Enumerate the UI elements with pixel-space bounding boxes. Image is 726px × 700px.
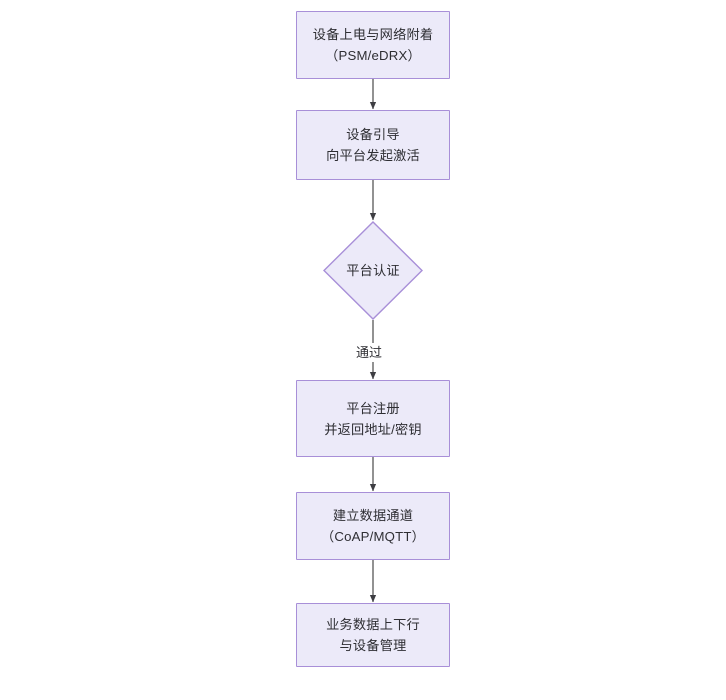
node-label-business-data: 业务数据上下行 与设备管理 [326, 617, 420, 653]
node-label-platform-registration: 平台注册 并返回地址/密钥 [324, 400, 422, 437]
node-label-platform-auth: 平台认证 [346, 263, 400, 278]
edge-label-pass: 通过 [353, 343, 386, 362]
node-device-power-on[interactable]: 设备上电与网络附着 （PSM/eDRX） [296, 11, 450, 79]
node-platform-registration[interactable]: 平台注册 并返回地址/密钥 [296, 380, 450, 457]
node-platform-auth-decision[interactable]: 平台认证 [323, 221, 423, 320]
node-label-device-bootstrap: 设备引导 向平台发起激活 [326, 127, 420, 163]
node-data-channel[interactable]: 建立数据通道 （CoAP/MQTT） [296, 492, 450, 560]
diamond-shape [323, 221, 423, 320]
node-label-device-power-on: 设备上电与网络附着 （PSM/eDRX） [312, 27, 434, 63]
node-label-data-channel: 建立数据通道 （CoAP/MQTT） [320, 508, 426, 544]
node-business-data[interactable]: 业务数据上下行 与设备管理 [296, 603, 450, 667]
node-device-bootstrap[interactable]: 设备引导 向平台发起激活 [296, 110, 450, 180]
